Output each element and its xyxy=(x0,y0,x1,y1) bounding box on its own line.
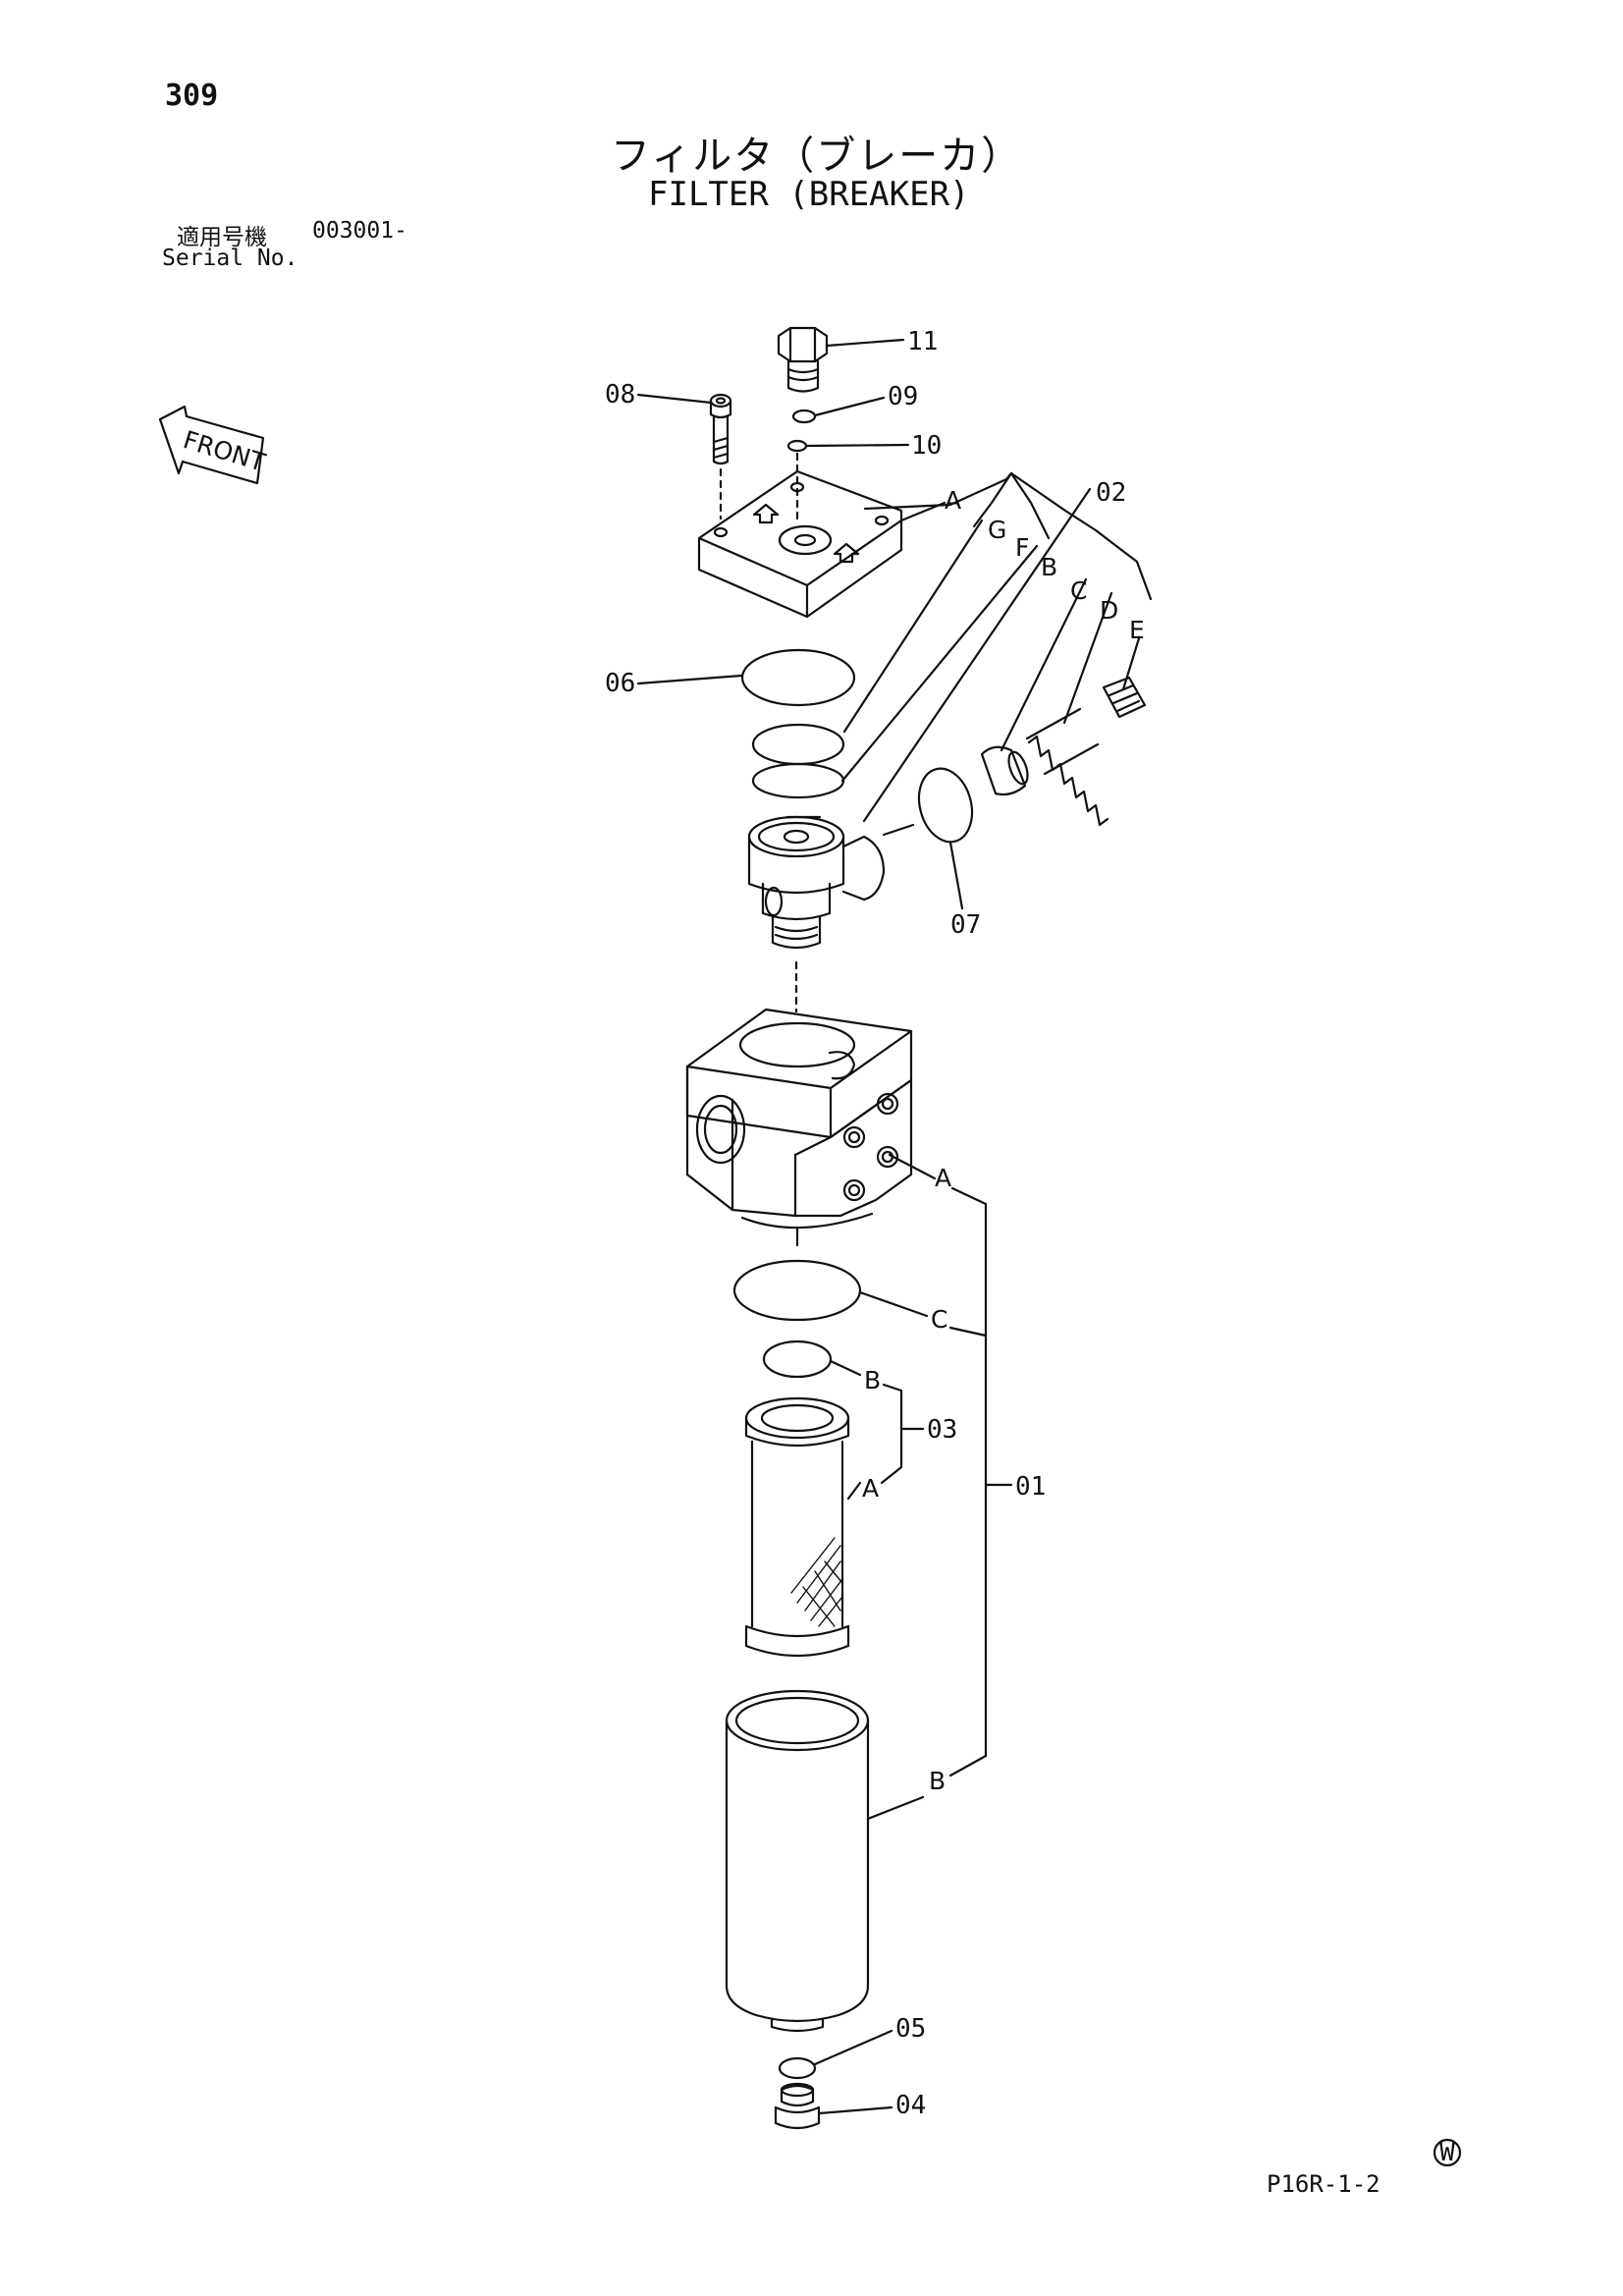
callout-11: 11 xyxy=(907,327,938,356)
part-03b-o-ring xyxy=(762,1339,833,1379)
sub-letter-top-c: C xyxy=(1070,576,1087,605)
sub-letter-top-e: E xyxy=(1129,616,1145,644)
sub-letter-head-a: A xyxy=(935,1164,951,1192)
callout-10: 10 xyxy=(911,431,942,461)
serial-label-japanese: 適用号機 xyxy=(177,225,267,250)
part-06-o-ring xyxy=(740,648,856,707)
part-09-o-ring xyxy=(791,409,817,424)
callout-08: 08 xyxy=(605,380,635,410)
part-01c-o-ring xyxy=(732,1259,862,1322)
sub-letter-top-d: D xyxy=(1100,596,1118,625)
callout-02: 02 xyxy=(1096,478,1126,508)
part-02-seal-f xyxy=(751,762,845,799)
part-05-o-ring xyxy=(778,2056,817,2080)
page-title-japanese: フィルタ（ブレーカ） xyxy=(611,134,1023,179)
filter-head-block xyxy=(685,1008,913,1230)
sub-letter-top-f: F xyxy=(1015,533,1029,562)
part-02-valve-body xyxy=(747,815,886,950)
sub-letter-top-a: A xyxy=(945,486,961,515)
front-arrow-icon: FRONT xyxy=(158,405,269,485)
part-10-o-ring xyxy=(786,439,808,453)
part-04-drain-plug xyxy=(774,2082,821,2130)
serial-label-english: Serial No. xyxy=(162,246,298,271)
callout-05: 05 xyxy=(895,2014,926,2044)
part-02e-plug xyxy=(1102,676,1147,719)
page-title-english: FILTER (BREAKER) xyxy=(648,175,970,214)
callout-06: 06 xyxy=(605,669,635,698)
callout-04: 04 xyxy=(895,2091,926,2120)
sub-letter-top-b: B xyxy=(1041,553,1057,581)
serial-number-value: 003001- xyxy=(312,218,407,244)
page-code: P16R-1-2 xyxy=(1267,2170,1380,2198)
sub-letter-element-a: A xyxy=(862,1474,879,1503)
part-03-filter-element xyxy=(744,1396,850,1658)
callout-03: 03 xyxy=(927,1415,957,1445)
sub-letter-oring-b: B xyxy=(864,1366,881,1394)
front-arrow-label: FRONT xyxy=(180,425,269,477)
page-number: 309 xyxy=(165,79,219,113)
copyright-mark-letter: W xyxy=(1439,2138,1455,2167)
callout-01: 01 xyxy=(1015,1472,1046,1502)
part-07-o-ring xyxy=(917,767,974,844)
part-02c-poppet xyxy=(980,745,1029,796)
part-01b-filter-bowl xyxy=(725,1689,870,2033)
filter-cover-plate xyxy=(697,469,903,619)
copyright-mark-icon xyxy=(1433,2138,1462,2167)
part-02d-spring xyxy=(1025,707,1109,827)
callout-07: 07 xyxy=(950,910,981,940)
sub-letter-oring-c: C xyxy=(931,1305,947,1334)
part-02-seal-g xyxy=(751,723,845,766)
part-11-hex-plug xyxy=(777,326,829,393)
sub-letter-bowl-b: B xyxy=(929,1767,946,1795)
sub-letter-top-g: G xyxy=(988,516,1006,544)
part-08-socket-bolt xyxy=(709,393,732,465)
callout-09: 09 xyxy=(888,382,918,411)
